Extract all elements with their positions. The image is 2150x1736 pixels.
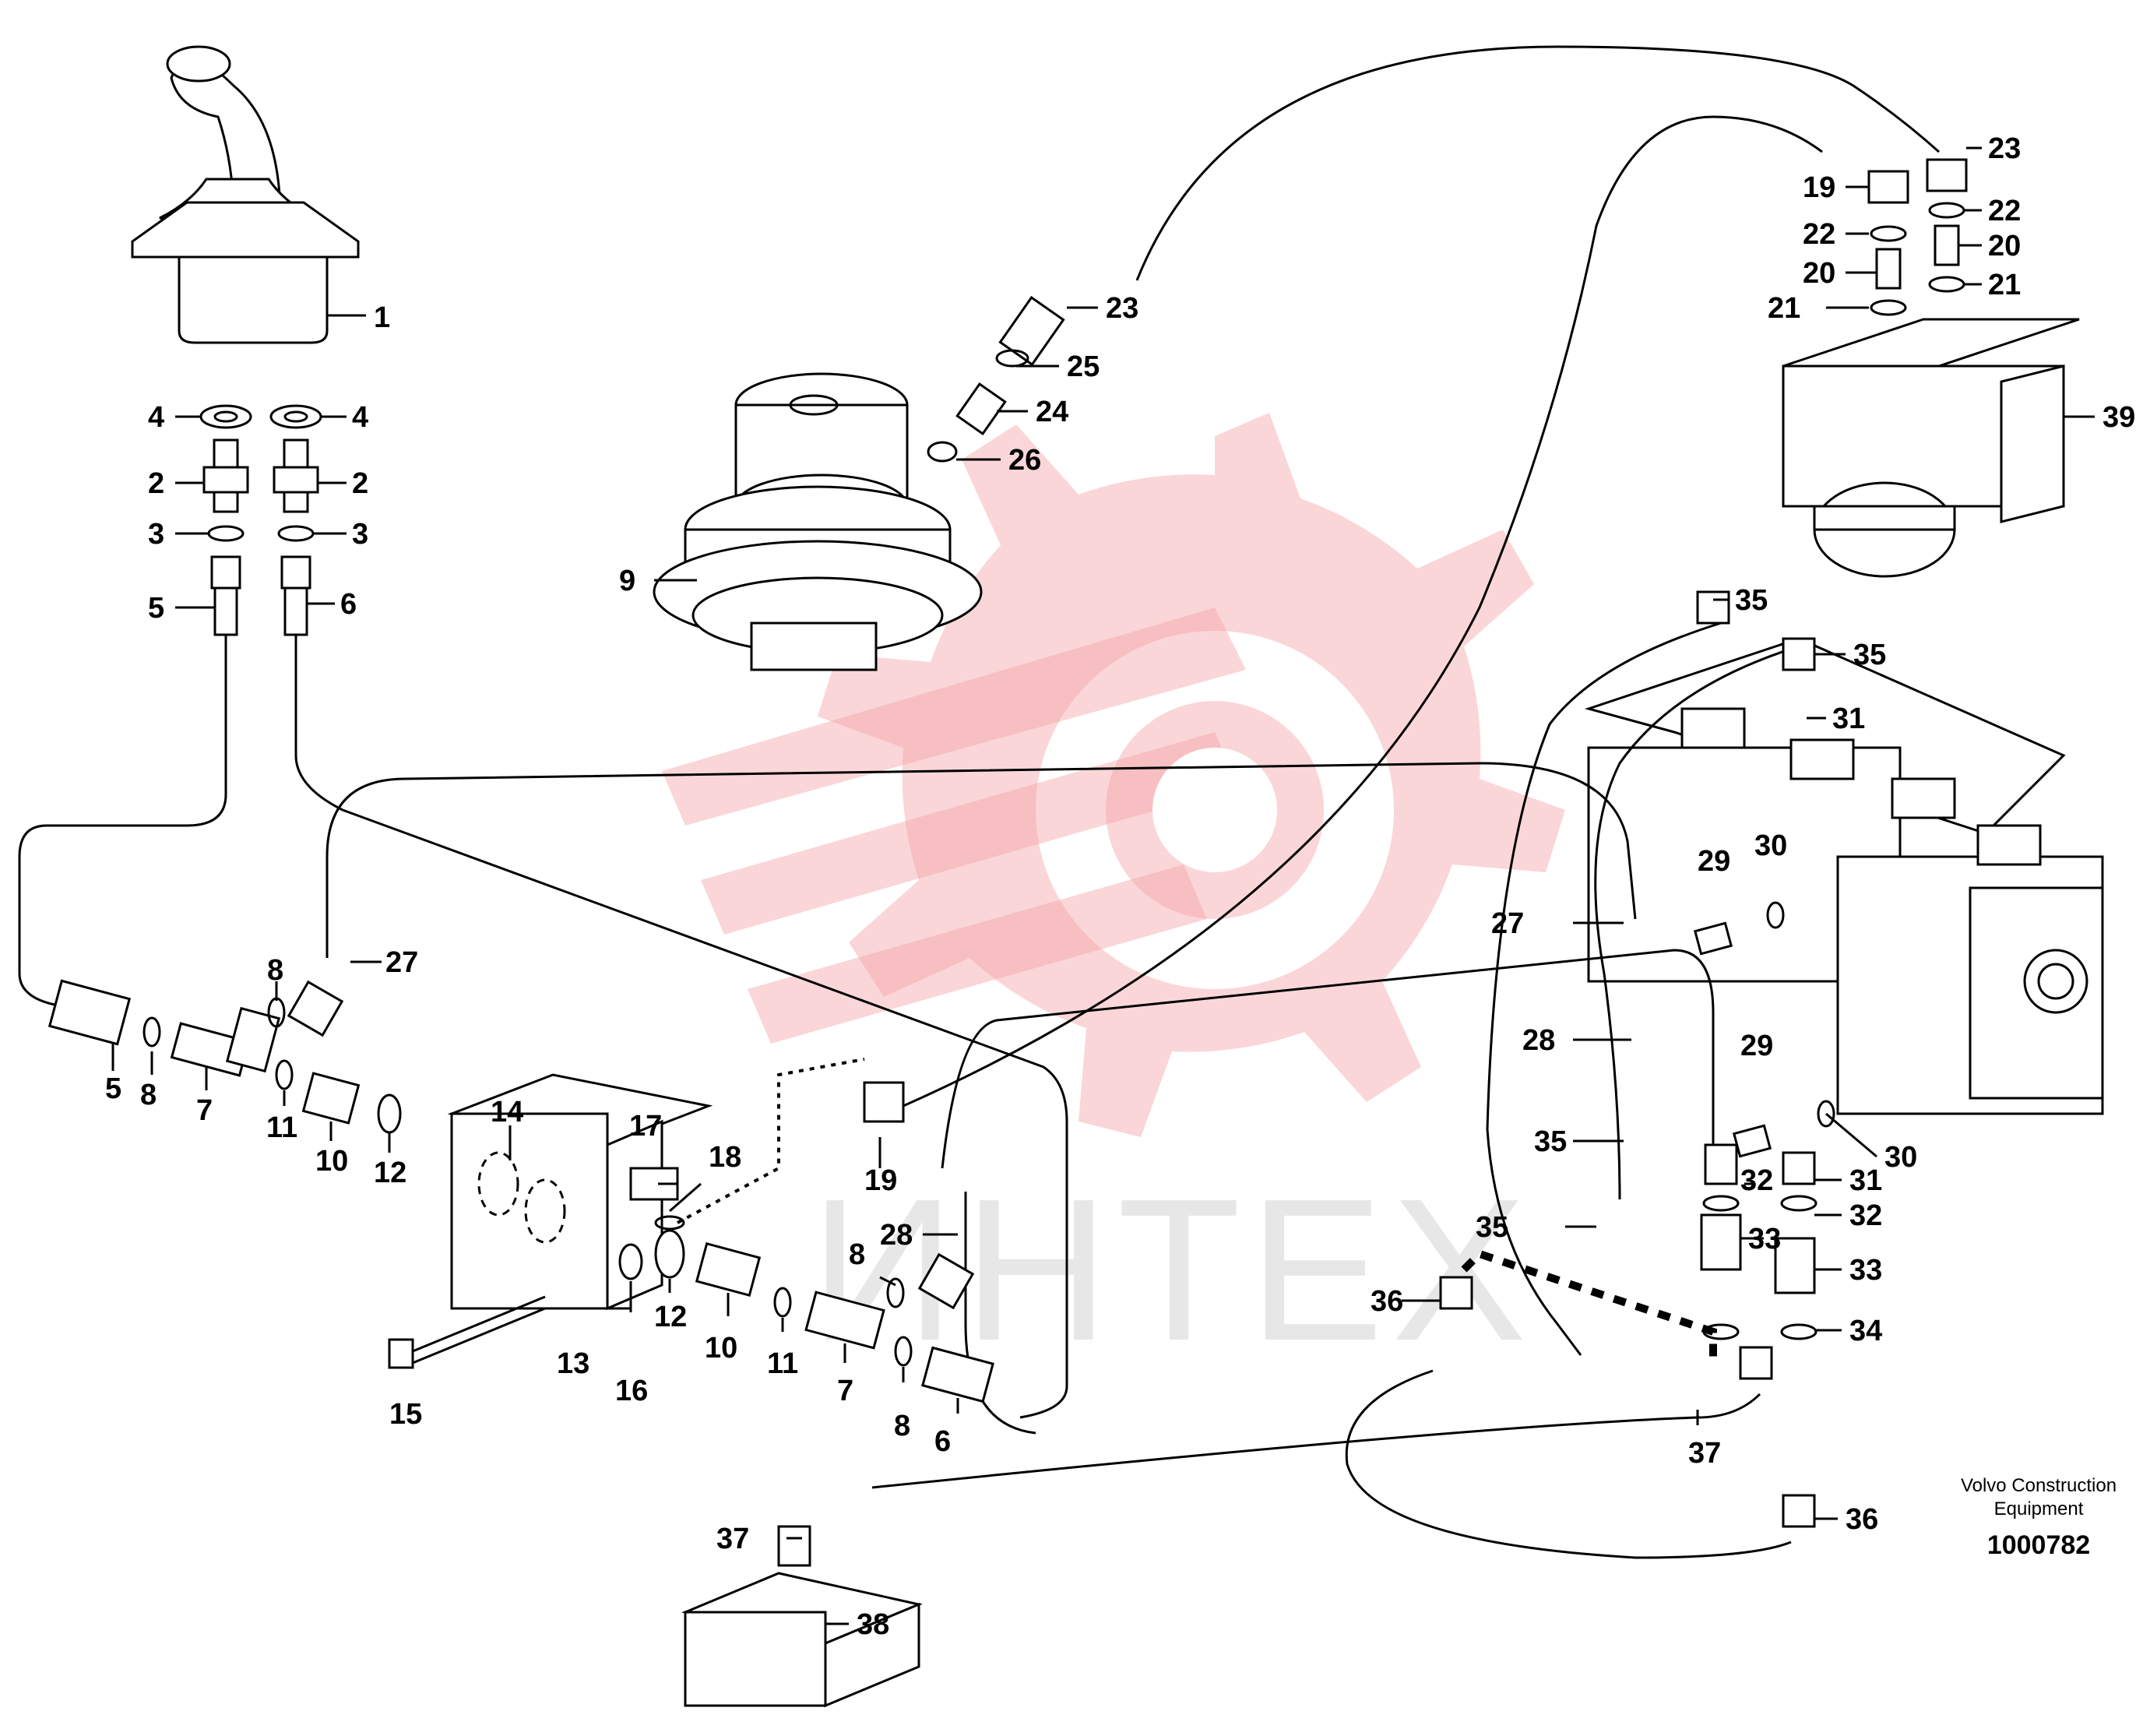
callout-labels: 1 4 4 2 2 3 3 5 6 23 25 24 26 9 23 19 22… bbox=[105, 132, 2135, 1641]
callout-12b: 12 bbox=[654, 1301, 687, 1333]
callout-36a: 36 bbox=[1371, 1285, 1403, 1318]
callout-30a: 30 bbox=[1754, 829, 1787, 862]
callout-20b: 20 bbox=[1988, 230, 2021, 262]
callout-16: 16 bbox=[615, 1375, 648, 1407]
control-lever-assembly bbox=[131, 45, 360, 636]
callout-17: 17 bbox=[629, 1110, 662, 1143]
callout-29b: 29 bbox=[1740, 1030, 1773, 1062]
callout-24: 24 bbox=[1036, 396, 1068, 428]
bolt-15 bbox=[388, 1295, 546, 1369]
callout-25: 25 bbox=[1067, 350, 1100, 383]
swing-motor bbox=[653, 372, 983, 671]
callout-4b: 4 bbox=[352, 401, 368, 434]
callout-18: 18 bbox=[709, 1141, 741, 1174]
callout-12a: 12 bbox=[374, 1157, 406, 1189]
callout-7b: 7 bbox=[837, 1375, 853, 1407]
callout-34: 34 bbox=[1849, 1315, 1882, 1347]
callout-8a: 8 bbox=[267, 954, 283, 987]
callout-37a: 37 bbox=[716, 1523, 749, 1555]
hydraulic-hoses bbox=[18, 45, 1941, 1559]
callout-26: 26 bbox=[1008, 444, 1041, 477]
publisher-credit: Volvo Construction Equipment 1000782 bbox=[1961, 1475, 2117, 1560]
leader-lines bbox=[111, 146, 2095, 1625]
callout-2a: 2 bbox=[148, 467, 164, 500]
manifold-block-38 bbox=[681, 1572, 923, 1708]
callout-35d: 35 bbox=[1476, 1211, 1508, 1244]
assembly-path-18 bbox=[677, 1058, 865, 1224]
callout-23a: 23 bbox=[1106, 292, 1138, 325]
callout-32a: 32 bbox=[1740, 1164, 1773, 1197]
callout-33b: 33 bbox=[1849, 1254, 1882, 1287]
callout-31a: 31 bbox=[1832, 702, 1865, 735]
callout-35a: 35 bbox=[1735, 584, 1768, 617]
callout-39: 39 bbox=[2102, 401, 2135, 434]
callout-8d: 8 bbox=[849, 1238, 865, 1271]
callout-14: 14 bbox=[491, 1096, 523, 1129]
main-control-valve bbox=[1584, 637, 2104, 1115]
callout-19a: 19 bbox=[1803, 171, 1835, 204]
callout-11b: 11 bbox=[767, 1347, 798, 1380]
callout-5: 5 bbox=[148, 592, 164, 625]
callout-27a: 27 bbox=[385, 946, 418, 979]
callout-2b: 2 bbox=[352, 467, 368, 500]
hidden-hose-routing bbox=[1461, 1249, 1717, 1363]
callout-27b: 27 bbox=[1491, 907, 1524, 940]
callout-31b: 31 bbox=[1849, 1164, 1882, 1197]
callout-28a: 28 bbox=[880, 1219, 913, 1252]
callout-10b: 10 bbox=[705, 1332, 737, 1365]
callout-38: 38 bbox=[857, 1608, 889, 1641]
manifold-block-13 bbox=[447, 1073, 713, 1311]
credit-line-2: Equipment bbox=[1994, 1498, 2084, 1519]
callout-32b: 32 bbox=[1849, 1199, 1882, 1232]
callout-29a: 29 bbox=[1698, 845, 1730, 878]
callout-3b: 3 bbox=[352, 518, 368, 551]
credit-line-1: Volvo Construction bbox=[1961, 1475, 2117, 1496]
callout-15: 15 bbox=[389, 1398, 422, 1431]
callout-3a: 3 bbox=[148, 518, 164, 551]
watermark-text: ИНТЕХ bbox=[810, 1157, 1534, 1383]
callout-5b: 5 bbox=[105, 1072, 121, 1105]
callout-6b: 6 bbox=[934, 1425, 951, 1458]
callout-4a: 4 bbox=[148, 401, 164, 434]
callout-8c: 8 bbox=[894, 1410, 910, 1442]
callout-1: 1 bbox=[374, 301, 390, 334]
valve-block-39 bbox=[1782, 318, 2080, 578]
callout-19b: 19 bbox=[864, 1164, 897, 1197]
callout-28b: 28 bbox=[1522, 1024, 1555, 1057]
callout-6: 6 bbox=[340, 588, 357, 621]
callout-8b: 8 bbox=[140, 1079, 157, 1111]
callout-22b: 22 bbox=[1988, 195, 2021, 227]
callout-36b: 36 bbox=[1846, 1503, 1878, 1536]
callout-20a: 20 bbox=[1803, 257, 1835, 290]
figure-number: 1000782 bbox=[1987, 1530, 2090, 1560]
callout-35c: 35 bbox=[1534, 1125, 1567, 1158]
watermark-gear-logo bbox=[662, 413, 1565, 1137]
callout-30b: 30 bbox=[1884, 1141, 1917, 1174]
callout-22a: 22 bbox=[1803, 218, 1835, 251]
callout-33a: 33 bbox=[1748, 1223, 1781, 1255]
callout-11a: 11 bbox=[266, 1111, 297, 1144]
callout-21b: 21 bbox=[1988, 269, 2021, 301]
callout-35b: 35 bbox=[1853, 639, 1886, 671]
fittings bbox=[48, 158, 1968, 1567]
callout-9: 9 bbox=[619, 565, 635, 597]
callout-13: 13 bbox=[557, 1347, 589, 1380]
callout-10a: 10 bbox=[315, 1145, 348, 1178]
callout-21a: 21 bbox=[1768, 292, 1800, 325]
callout-23b: 23 bbox=[1988, 132, 2021, 165]
callout-37b: 37 bbox=[1688, 1437, 1721, 1470]
callout-7a: 7 bbox=[196, 1094, 213, 1127]
